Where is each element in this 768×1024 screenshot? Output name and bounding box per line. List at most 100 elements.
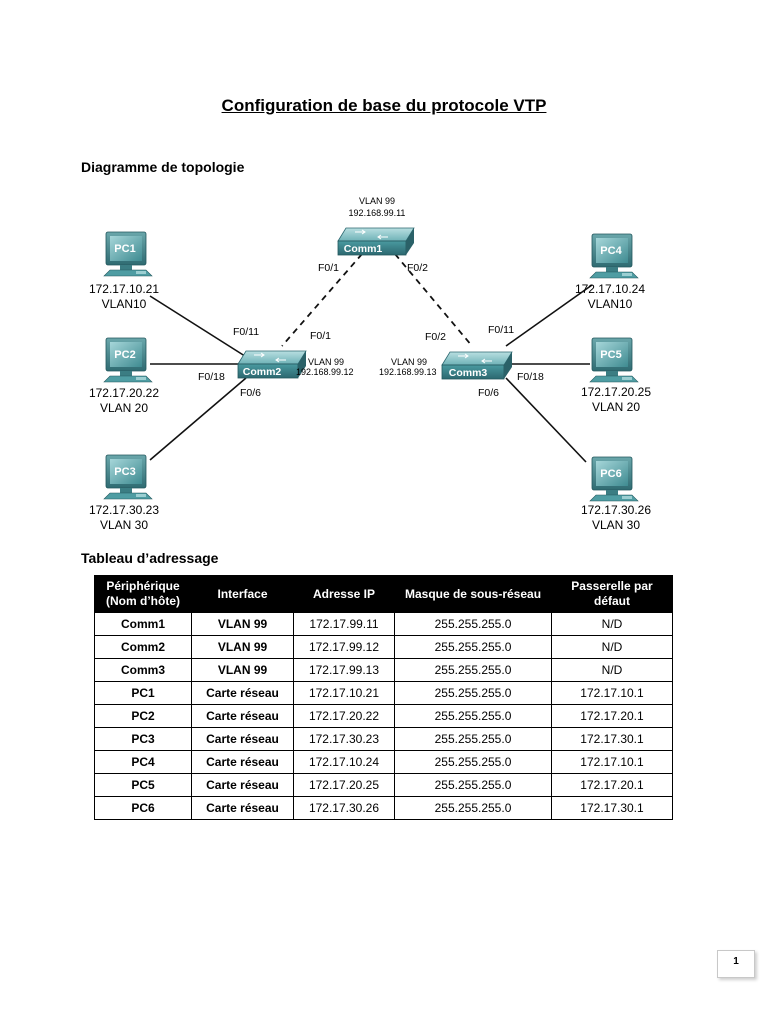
comm1-ip: 192.168.99.11 — [349, 208, 406, 218]
pc6-ip: 172.17.30.26 — [581, 503, 651, 517]
port-comm2-f011: F0/11 — [233, 326, 259, 338]
comm2-label: Comm2 — [243, 366, 282, 378]
table-row: Comm1 VLAN 99 172.17.99.11 255.255.255.0… — [94, 612, 673, 636]
addressing-heading: Tableau d’adressage — [81, 550, 219, 566]
cell-interface: VLAN 99 — [191, 658, 294, 682]
cell-device: PC2 — [94, 704, 192, 728]
cell-gateway: 172.17.30.1 — [551, 727, 673, 751]
pc4-label: PC4 — [600, 245, 622, 257]
cell-device: Comm3 — [94, 658, 192, 682]
table-row: PC2 Carte réseau 172.17.20.22 255.255.25… — [94, 704, 673, 728]
topology-diagram: Comm1 VLAN 99 192.168.99.11 Comm2 VLAN 9… — [89, 196, 651, 532]
port-comm1-f02: F0/2 — [407, 262, 428, 274]
cell-device: PC5 — [94, 773, 192, 797]
cell-ip: 172.17.10.24 — [293, 750, 395, 774]
cell-mask: 255.255.255.0 — [394, 773, 552, 797]
cell-ip: 172.17.20.25 — [293, 773, 395, 797]
link-pc3-comm2 — [149, 377, 247, 461]
cell-device: PC6 — [94, 796, 192, 820]
pc6-vlan: VLAN 30 — [592, 518, 640, 532]
col-device-line2: (Nom d’hôte) — [106, 594, 180, 608]
cell-ip: 172.17.10.21 — [293, 681, 395, 705]
pc2-vlan: VLAN 20 — [100, 401, 148, 415]
table-header-row: Périphérique (Nom d’hôte) Interface Adre… — [94, 575, 673, 613]
topology-heading: Diagramme de topologie — [81, 159, 245, 175]
link-comm1-comm2 — [281, 253, 363, 347]
col-gateway-line1: Passerelle par — [571, 579, 653, 593]
pc3-ip: 172.17.30.23 — [89, 503, 159, 517]
comm3-label: Comm3 — [449, 367, 488, 379]
pc5-icon: PC5 — [589, 337, 639, 383]
port-comm2-f018: F0/18 — [198, 371, 225, 383]
port-comm1-f01: F0/1 — [318, 262, 339, 274]
link-pc6-comm3 — [505, 377, 587, 463]
cell-ip: 172.17.30.26 — [293, 796, 395, 820]
cell-gateway: 172.17.20.1 — [551, 704, 673, 728]
col-ip: Adresse IP — [293, 575, 395, 613]
link-comm1-comm3 — [394, 253, 473, 347]
table-row: Comm2 VLAN 99 172.17.99.12 255.255.255.0… — [94, 635, 673, 659]
cell-mask: 255.255.255.0 — [394, 750, 552, 774]
col-gateway: Passerelle par défaut — [551, 575, 673, 613]
pc6-icon: PC6 — [589, 456, 639, 502]
cell-mask: 255.255.255.0 — [394, 635, 552, 659]
cell-ip: 172.17.99.13 — [293, 658, 395, 682]
table-row: PC3 Carte réseau 172.17.30.23 255.255.25… — [94, 727, 673, 751]
pc3-vlan: VLAN 30 — [100, 518, 148, 532]
cell-ip: 172.17.99.12 — [293, 635, 395, 659]
cell-interface: Carte réseau — [191, 750, 294, 774]
cell-interface: Carte réseau — [191, 681, 294, 705]
port-comm2-f01: F0/1 — [310, 330, 331, 342]
pc1-vlan: VLAN10 — [102, 297, 147, 311]
comm2-vlan: VLAN 99 — [308, 357, 344, 367]
pc4-vlan: VLAN10 — [588, 297, 633, 311]
table-row: Comm3 VLAN 99 172.17.99.13 255.255.255.0… — [94, 658, 673, 682]
pc2-label: PC2 — [114, 349, 135, 361]
pc5-vlan: VLAN 20 — [592, 400, 640, 414]
cell-mask: 255.255.255.0 — [394, 704, 552, 728]
cell-interface: Carte réseau — [191, 727, 294, 751]
pc3-icon: PC3 — [103, 454, 153, 500]
col-mask: Masque de sous-réseau — [394, 575, 552, 613]
cell-interface: Carte réseau — [191, 704, 294, 728]
cell-mask: 255.255.255.0 — [394, 612, 552, 636]
pc6-label: PC6 — [600, 468, 621, 480]
switch-comm2: Comm2 — [237, 350, 307, 379]
comm2-ip: 192.168.99.12 — [296, 367, 354, 377]
comm1-label: Comm1 — [344, 243, 383, 255]
cell-gateway: N/D — [551, 635, 673, 659]
cell-mask: 255.255.255.0 — [394, 796, 552, 820]
cell-interface: Carte réseau — [191, 796, 294, 820]
switch-comm3: Comm3 — [441, 351, 513, 380]
cell-mask: 255.255.255.0 — [394, 658, 552, 682]
comm3-vlan: VLAN 99 — [391, 357, 427, 367]
switch-comm1: Comm1 — [337, 227, 415, 256]
cell-interface: VLAN 99 — [191, 635, 294, 659]
col-device-line1: Périphérique — [106, 579, 180, 593]
pc4-icon: PC4 — [589, 233, 639, 279]
link-pc1-comm2 — [149, 295, 249, 359]
port-comm3-f06: F0/6 — [478, 387, 499, 399]
cell-interface: VLAN 99 — [191, 612, 294, 636]
cell-gateway: 172.17.30.1 — [551, 796, 673, 820]
cell-ip: 172.17.20.22 — [293, 704, 395, 728]
col-device: Périphérique (Nom d’hôte) — [94, 575, 192, 613]
cell-interface: Carte réseau — [191, 773, 294, 797]
pc1-icon: PC1 — [103, 231, 153, 277]
comm1-vlan: VLAN 99 — [359, 196, 395, 206]
pc2-ip: 172.17.20.22 — [89, 386, 159, 400]
port-comm3-f02: F0/2 — [425, 331, 446, 343]
col-interface: Interface — [191, 575, 294, 613]
cell-gateway: N/D — [551, 612, 673, 636]
pc1-ip: 172.17.10.21 — [89, 282, 159, 296]
cell-ip: 172.17.99.11 — [293, 612, 395, 636]
addressing-table: Périphérique (Nom d’hôte) Interface Adre… — [94, 575, 673, 820]
page-number: 1 — [717, 950, 755, 978]
cell-mask: 255.255.255.0 — [394, 681, 552, 705]
cell-device: Comm2 — [94, 635, 192, 659]
port-comm3-f018: F0/18 — [517, 371, 544, 383]
cell-device: Comm1 — [94, 612, 192, 636]
cell-device: PC3 — [94, 727, 192, 751]
table-row: PC5 Carte réseau 172.17.20.25 255.255.25… — [94, 773, 673, 797]
pc1-label: PC1 — [114, 243, 135, 255]
